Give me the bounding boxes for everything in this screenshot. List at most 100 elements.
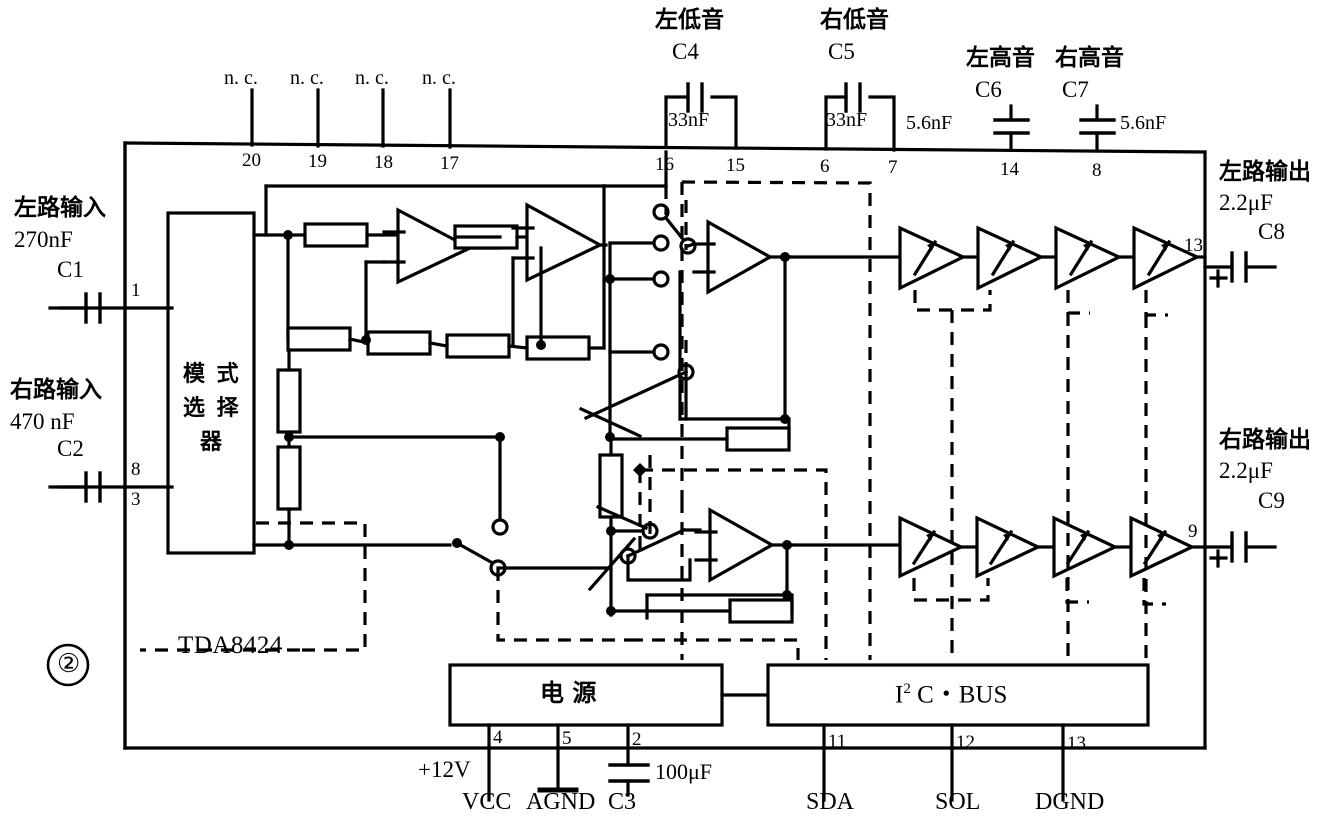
ctrl-switch-lower-dash xyxy=(496,568,630,642)
c9-value-label: 2.2μF xyxy=(1219,458,1273,483)
amp-top-3 xyxy=(1054,225,1123,291)
c3-value-label: 100μF xyxy=(655,759,713,784)
mode-selector-line-1: 模 式 xyxy=(183,362,241,387)
figure-number-ring xyxy=(46,643,90,687)
arrowhead xyxy=(1157,532,1165,541)
power-block xyxy=(448,663,724,727)
pin-number-1: 1 xyxy=(131,280,141,301)
c5-left-lead xyxy=(824,95,848,151)
resistor-r1 xyxy=(303,222,369,248)
vcc-voltage-label: +12V xyxy=(418,757,471,782)
c5-title: 右低音 xyxy=(820,7,889,33)
left-input-title: 左路输入 xyxy=(14,195,106,221)
c5-right-lead xyxy=(868,95,896,152)
wires-dashed xyxy=(140,180,1168,660)
c7-ref-label: C7 xyxy=(1062,77,1089,102)
pin-17-nc-label: n. c. xyxy=(422,67,456,89)
ctrl-amp-top-12 xyxy=(913,290,992,312)
pin-number-9: 9 xyxy=(1188,521,1198,542)
pin-number-19: 19 xyxy=(308,151,327,172)
pin-number-20: 20 xyxy=(242,150,261,171)
pin-number-13: 13 xyxy=(1067,733,1086,754)
ctrl-amp-bot-4 xyxy=(1142,578,1166,606)
c6-value-label: 5.6nF xyxy=(906,112,953,134)
node-dot xyxy=(536,340,546,350)
mode-selector-box xyxy=(166,211,256,555)
switch-slash-4 xyxy=(587,536,637,592)
amp-top-1 xyxy=(898,225,967,291)
node-dot xyxy=(361,335,371,345)
switch-terminal-open xyxy=(652,343,670,361)
power-block-label: 电 源 xyxy=(540,679,597,707)
dashed-node-marker xyxy=(633,463,647,477)
pin-number-8-top: 8 xyxy=(1092,160,1102,181)
mode-selector-line-2: 选 择 xyxy=(183,396,241,421)
resistor-r5 xyxy=(445,333,511,359)
resistor-r11 xyxy=(728,598,794,624)
pin-18-nc-label: n. c. xyxy=(355,67,389,89)
ctrl-bus-15-7 xyxy=(681,180,872,660)
chip-label: TDA8424 xyxy=(178,632,283,659)
arrowhead xyxy=(927,242,935,251)
right-output-title: 右路输出 xyxy=(1219,427,1311,453)
node-dot xyxy=(782,590,792,600)
opamp-1 xyxy=(396,207,474,285)
switch-blade-lower-left xyxy=(454,540,501,569)
i2c-bus-block xyxy=(766,663,1150,727)
pin-number-15: 15 xyxy=(726,155,745,176)
ctrl-mode-selector xyxy=(256,521,367,652)
i2c-superscript: 2 xyxy=(903,681,911,697)
pin-number-13-out: 13 xyxy=(1184,235,1203,256)
switch-slash-3 xyxy=(595,504,649,531)
pin-number-5: 5 xyxy=(562,728,572,749)
arrowhead xyxy=(1080,532,1088,541)
arrowhead xyxy=(926,532,934,541)
opamp-4 xyxy=(708,507,776,583)
pin-label-vcc: VCC xyxy=(462,789,512,815)
c4-ref-label: C4 xyxy=(672,39,699,64)
right-input-title: 右路输入 xyxy=(10,377,102,403)
c4-left-lead xyxy=(664,95,690,149)
i2c-base: I xyxy=(895,681,904,709)
figure-number: ② xyxy=(57,649,81,678)
pin-number-3: 3 xyxy=(131,489,141,510)
pin-20-nc-label: n. c. xyxy=(224,67,258,89)
pin-number-16: 16 xyxy=(655,154,674,175)
i2c-bus-label: I2 C・BUS xyxy=(895,681,1007,708)
c7-value-label: 5.6nF xyxy=(1120,112,1167,134)
pin-number-17: 17 xyxy=(440,153,459,174)
ctrl-from-node xyxy=(640,468,828,660)
c2-ref-label: C2 xyxy=(57,436,84,461)
c6-title: 左高音 xyxy=(966,45,1035,71)
pin-number-12: 12 xyxy=(956,732,975,753)
arrowhead xyxy=(1005,242,1013,251)
ctrl-switch-lower-dash2 xyxy=(630,638,800,660)
amp-bot-3 xyxy=(1052,515,1119,579)
pin-label-sol: SOL xyxy=(935,789,981,815)
switch-terminal-open xyxy=(652,270,670,288)
resistor-r7 xyxy=(276,368,302,434)
left-output-title: 左路输出 xyxy=(1219,159,1311,185)
resistor-r6 xyxy=(525,335,591,361)
ctrl-amp-bot-3 xyxy=(1065,578,1089,604)
arrowhead xyxy=(1083,242,1091,251)
switch-slash-mid xyxy=(578,406,643,439)
c8-value-label: 2.2μF xyxy=(1219,190,1273,215)
pin-label-sda: SDA xyxy=(806,789,855,815)
c6-ref-label: C6 xyxy=(975,77,1002,102)
arrowhead xyxy=(1161,242,1169,251)
pin-number-18: 18 xyxy=(374,152,393,173)
i2c-rest: C・BUS xyxy=(910,681,1008,709)
c5-value-label: 33nF xyxy=(826,109,868,131)
c8-ref-label: C8 xyxy=(1258,219,1285,244)
opamp4-in-lower xyxy=(626,554,692,582)
switch-terminal-open xyxy=(652,234,670,252)
pin-label-c3: C3 xyxy=(608,789,637,815)
c1-ref-label: C1 xyxy=(57,257,84,282)
resistor-r2 xyxy=(286,326,352,352)
mode-selector-line-3: 器 xyxy=(200,430,223,455)
c9-ref-label: C9 xyxy=(1258,488,1285,513)
amp-bot-2 xyxy=(975,515,1042,579)
